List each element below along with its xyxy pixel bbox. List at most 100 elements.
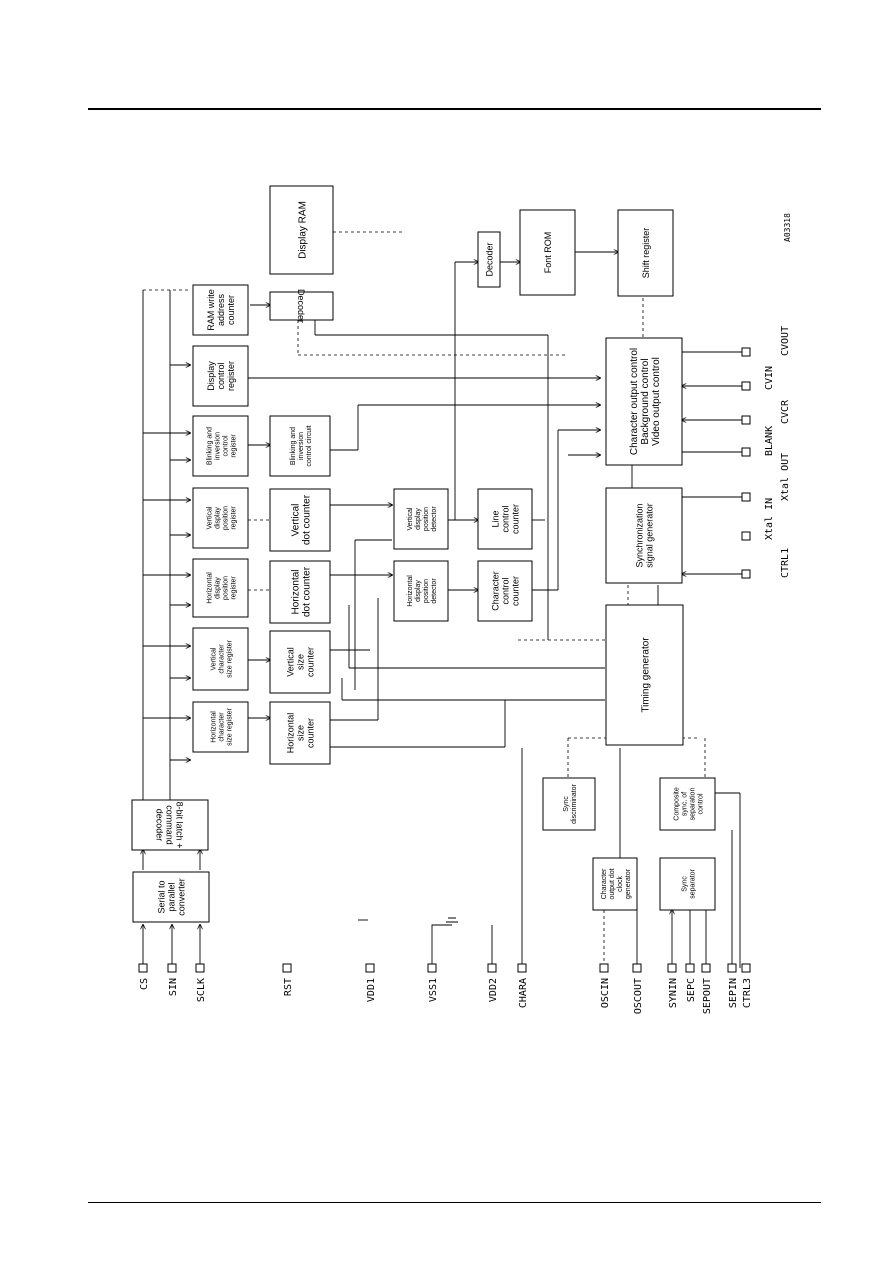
block-blink-inv-circuit: Blinking andinversioncontrol circuit [269, 415, 331, 477]
pin-xtal-in: Xtal IN [741, 498, 775, 541]
block-sync-signal-gen: Synchronizationsignal generator [605, 487, 683, 584]
block-v-dot-counter: Verticaldot counter [269, 488, 331, 552]
block-label: Blinking andinversioncontrolregister [206, 427, 237, 465]
block-serial-to-parallel: Serial toparallelconverter [132, 871, 210, 923]
block-latch-decoder: 8-bit latch +commanddecoder [131, 799, 209, 851]
pins: CS SIN SCLK RST VDD1 VSS1 VDD2 CHARA OSCIN OSCOUT… [138, 326, 791, 1014]
pin-vdd2: VDD2 [487, 963, 499, 1002]
pin-label: SYNIN [668, 978, 679, 1008]
block-label: Decoder [485, 242, 495, 276]
pin-label: SCLK [196, 978, 207, 1002]
block-v-disp-pos-reg: Verticaldisplaypositionregister [192, 487, 249, 549]
pin-sepin: SEPIN [727, 963, 739, 1008]
block-label: Verticaldisplaypositiondetector [407, 506, 438, 532]
block-label: Timing generator [640, 637, 651, 713]
block-sync-separator: Syncseparator [659, 857, 716, 911]
pin-label: VDD2 [488, 978, 499, 1002]
block-label: Horizontaldisplaypositionregister [206, 572, 237, 604]
pin-label: BLANK [764, 426, 775, 456]
pin-rst: RST [282, 963, 294, 996]
pin-label: CTRL1 [780, 548, 791, 578]
block-h-dot-counter: Horizontaldot counter [269, 560, 331, 624]
block-label: Blinking andinversioncontrol circuit [290, 425, 313, 466]
pin-label: RST [283, 978, 294, 996]
pin-synin: SYNIN [667, 963, 679, 1008]
connection-lines [143, 231, 742, 968]
pin-label: SEPOUT [702, 978, 713, 1014]
block-label: Compositesync. ofseparationcontrol [673, 787, 704, 821]
pin-label: Xtal IN [764, 498, 775, 540]
block-label: Charactercontrolcounter [491, 571, 521, 611]
block-label: Verticaldot counter [290, 494, 312, 545]
pin-label: CS [139, 978, 150, 990]
block-label: Displaycontrolregister [206, 361, 236, 391]
block-label: Display RAM [297, 201, 308, 259]
pin-label: VSS1 [428, 978, 439, 1002]
pin-oscin: OSCIN [599, 963, 611, 1008]
block-label: Linecontrolcounter [491, 504, 521, 534]
block-label: Character output controlBackground contr… [629, 348, 662, 455]
pin-sepout: SEPOUT [701, 963, 713, 1014]
block-shift-register: Shift register [617, 209, 674, 297]
pin-chara: CHARA [517, 963, 529, 1008]
block-label: Shift register [641, 228, 651, 279]
pin-vdd1: VDD1 [365, 963, 377, 1002]
block-label: Syncdiscriminator [563, 783, 578, 823]
block-label: 8-bit latch +commanddecoder [155, 802, 185, 849]
block-label: RAM writeaddresscounter [206, 289, 236, 331]
block-label: Syncseparator [681, 869, 696, 899]
pin-sepc: SEPC [685, 963, 697, 1002]
pin-sclk: SCLK [195, 963, 207, 1002]
pin-label: SEPIN [728, 978, 739, 1008]
pin-sin: SIN [167, 963, 179, 996]
block-label: Horizontalsizecounter [286, 713, 316, 754]
block-v-size-counter: Verticalsizecounter [269, 630, 331, 694]
block-label: Verticalcharactersize register [210, 639, 233, 677]
block-char-ctrl-counter: Charactercontrolcounter [477, 560, 533, 622]
function-blocks: Serial toparallelconverter 8-bit latch +c… [131, 185, 716, 923]
block-ram-write-addr: RAM writeaddresscounter [192, 284, 249, 336]
pin-label: CHARA [518, 978, 529, 1008]
pin-xtal-out: Xtal OUT [741, 453, 791, 502]
pin-label: CVIN [764, 366, 775, 390]
block-decoder-font: Decoder [477, 231, 501, 288]
footer-rule [88, 1202, 821, 1203]
block-label: Serial toparallelconverter [157, 878, 187, 916]
block-h-disp-pos-reg: Horizontaldisplaypositionregister [192, 558, 249, 618]
pin-cs: CS [138, 963, 150, 990]
pin-label: CTRL3 [742, 978, 753, 1008]
block-char-output-ctrl: Character output controlBackground contr… [605, 337, 683, 466]
block-display-ram: Display RAM [269, 185, 334, 275]
block-label: Horizontaldisplaypositiondetector [407, 575, 438, 607]
block-h-char-size-reg: Horizontalcharactersize register [192, 701, 249, 753]
pin-ctrl3: CTRL3 [741, 963, 753, 1008]
pin-label: OSCOUT [633, 978, 644, 1014]
pin-vss1: VSS1 [427, 963, 439, 1002]
pin-blank: BLANK [741, 426, 775, 457]
pin-label: Xtal OUT [780, 453, 791, 501]
block-label: Characteroutput dotclockgenerator [601, 868, 632, 900]
block-blink-inv-reg: Blinking andinversioncontrolregister [192, 415, 249, 477]
pin-cvcr: CVCR [741, 399, 791, 425]
block-h-disp-pos-det: Horizontaldisplaypositiondetector [393, 560, 449, 622]
block-timing-generator: Timing generator [605, 604, 684, 746]
block-label: Horizontaldot counter [290, 566, 312, 617]
pin-cvin: CVIN [741, 366, 775, 391]
block-label: Verticaldisplaypositionregister [206, 506, 237, 530]
pin-oscout: OSCOUT [632, 963, 644, 1014]
pin-label: OSCIN [600, 978, 611, 1008]
pin-label: SIN [168, 978, 179, 996]
block-label: Horizontalcharactersize register [210, 707, 233, 745]
block-v-disp-pos-det: Verticaldisplaypositiondetector [393, 488, 449, 550]
pin-label: SEPC [686, 978, 697, 1002]
block-composite-sync-ctrl: Compositesync. ofseparationcontrol [659, 777, 716, 831]
block-line-ctrl-counter: Linecontrolcounter [477, 488, 533, 550]
pin-label: VDD1 [366, 978, 377, 1002]
block-label: Synchronizationsignal generator [635, 503, 655, 568]
block-font-rom: Font ROM [519, 209, 576, 296]
pin-label: CVCR [780, 399, 791, 424]
block-label: Verticalsizecounter [286, 647, 316, 677]
block-sync-discriminator: Syncdiscriminator [542, 777, 596, 831]
pin-label: CVOUT [780, 326, 791, 356]
